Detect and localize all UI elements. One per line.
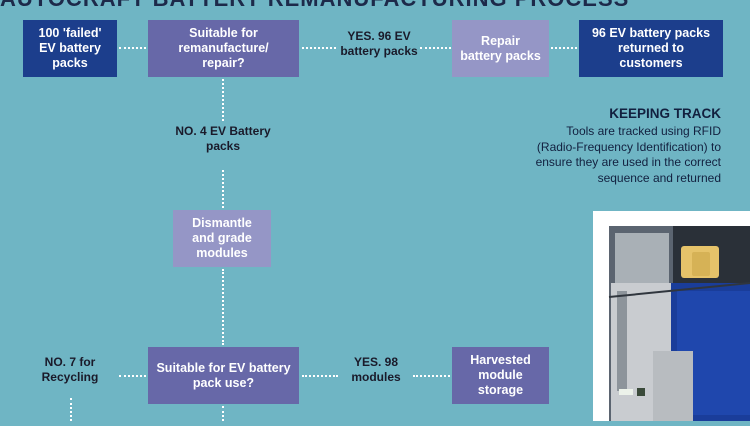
tool-cabinet-image bbox=[593, 211, 750, 421]
repair-box: Repair battery packs bbox=[452, 20, 549, 77]
dismantle-box: Dismantle and grade modules bbox=[173, 210, 271, 267]
start-box: 100 'failed' EV battery packs bbox=[23, 20, 117, 77]
decision1-box: Suitable for remanufacture/ repair? bbox=[148, 20, 299, 77]
connector-repair-returned bbox=[551, 47, 577, 49]
connector-yes-storage bbox=[413, 375, 450, 377]
connector-decision2-no bbox=[119, 375, 146, 377]
connector-decision2-down bbox=[222, 406, 224, 421]
no1-label: NO. 4 EV Battery packs bbox=[175, 124, 271, 153]
decision2-box: Suitable for EV battery pack use? bbox=[148, 347, 299, 404]
storage-box: Harvested module storage bbox=[452, 347, 549, 404]
connector-decision1-no bbox=[222, 79, 224, 121]
connector-yes-repair bbox=[420, 47, 451, 49]
yes1-label: YES. 96 EV battery packs bbox=[340, 29, 418, 58]
keeping-track-text: Tools are tracked using RFID (Radio-Freq… bbox=[535, 124, 721, 185]
connector-dismantle-decision2 bbox=[222, 269, 224, 345]
connector-decision1-yes bbox=[302, 47, 336, 49]
connector-decision2-yes bbox=[302, 375, 338, 377]
keeping-track-title: KEEPING TRACK bbox=[609, 106, 721, 121]
yes2-label: YES. 98 modules bbox=[351, 355, 401, 384]
rfid-tool-photo bbox=[593, 211, 750, 421]
page-title: AUTOCRAFT BATTERY REMANUFACTURING PROCES… bbox=[0, 0, 750, 10]
connector-no-recycling bbox=[70, 398, 72, 421]
connector-no-dismantle bbox=[222, 170, 224, 208]
connector-start-decision1 bbox=[119, 47, 146, 49]
returned-box: 96 EV battery packs returned to customer… bbox=[579, 20, 723, 77]
no2-label: NO. 7 for Recycling bbox=[41, 355, 99, 384]
